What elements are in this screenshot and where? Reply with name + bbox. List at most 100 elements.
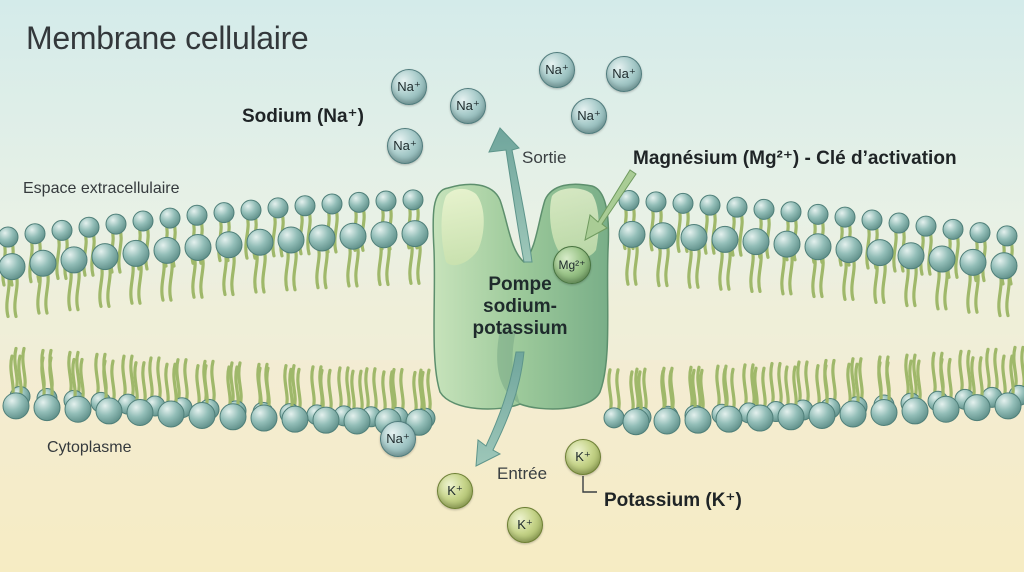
sodium-ion: Na⁺ — [450, 88, 486, 124]
lipid-head — [308, 224, 336, 252]
lipid-head — [996, 225, 1018, 247]
lipid-head — [0, 226, 19, 248]
lipid-head — [932, 395, 960, 423]
lipid-head — [95, 397, 123, 425]
lipid-head — [861, 209, 883, 231]
pump-label-line-2: sodium- — [483, 296, 557, 317]
lipid-head — [29, 249, 57, 277]
lipid-head — [219, 403, 247, 431]
lipid-head — [2, 392, 30, 420]
lipid-head — [994, 392, 1022, 420]
lipid-head — [963, 394, 991, 422]
lipid-head — [186, 204, 208, 226]
exit-arrow — [488, 127, 533, 263]
lipid-head — [91, 243, 119, 271]
lipid-head — [753, 198, 775, 220]
sodium-ion: Na⁺ — [391, 69, 427, 105]
lipid-head — [773, 230, 801, 258]
lipid-head — [839, 400, 867, 428]
lipid-head — [184, 233, 212, 261]
lipid-head — [870, 398, 898, 426]
lipid-head — [122, 239, 150, 267]
potassium-ion: K⁺ — [437, 473, 473, 509]
pump-highlight-left — [441, 188, 484, 266]
sodium-ion: Na⁺ — [539, 52, 575, 88]
lipid-head — [375, 190, 397, 212]
lipid-head — [267, 197, 289, 219]
lipid-head — [888, 212, 910, 234]
lipid-bilayer — [0, 189, 1024, 436]
pump-label-line-1: Pompe — [488, 274, 552, 295]
lipid-head — [153, 236, 181, 264]
lipid-head — [680, 223, 708, 251]
lipid-head — [746, 404, 774, 432]
potassium-connector — [582, 476, 597, 493]
cytoplasm-label: Cytoplasme — [47, 439, 132, 456]
lipid-head — [188, 401, 216, 429]
magnesium-ion: Mg²⁺ — [553, 246, 591, 284]
potassium-ion: K⁺ — [565, 439, 601, 475]
lipid-head — [653, 407, 681, 435]
lipid-head — [928, 245, 956, 273]
entry-arrow — [475, 351, 525, 467]
lipid-head — [990, 252, 1018, 280]
sodium-ion: Na⁺ — [387, 128, 423, 164]
lipid-head — [339, 222, 367, 250]
lipid-head — [24, 223, 46, 245]
lipid-head — [959, 248, 987, 276]
lipid-head — [321, 193, 343, 215]
lipid-head — [742, 228, 770, 256]
lipid-head — [777, 403, 805, 431]
lipid-head — [866, 239, 894, 267]
lipid-head — [726, 196, 748, 218]
lipid-head — [250, 404, 278, 432]
lipid-head — [240, 199, 262, 221]
lipid-head — [897, 242, 925, 270]
lipid-head — [711, 225, 739, 253]
pump-label-line-3: potassium — [472, 318, 568, 339]
lipid-head — [807, 203, 829, 225]
lipid-head — [0, 253, 26, 281]
sodium-ion: Na⁺ — [380, 421, 416, 457]
magnesium-label: Magnésium (Mg²⁺) - Clé d’activation — [633, 148, 957, 169]
lipid-head — [64, 395, 92, 423]
sodium-ion: Na⁺ — [571, 98, 607, 134]
magnesium-arrow — [584, 169, 637, 241]
lipid-head — [348, 191, 370, 213]
lipid-head — [699, 194, 721, 216]
lipid-head — [969, 222, 991, 244]
lipid-head — [294, 195, 316, 217]
lipid-head — [246, 228, 274, 256]
lipid-head — [281, 405, 309, 433]
lipid-head — [126, 398, 154, 426]
lipid-head — [915, 215, 937, 237]
lipid-head — [622, 408, 650, 436]
lipid-head — [401, 220, 429, 248]
page-title: Membrane cellulaire — [26, 20, 309, 56]
lipid-head — [684, 406, 712, 434]
lipid-head — [603, 407, 625, 429]
lipid-head — [835, 236, 863, 264]
lipid-head — [78, 216, 100, 238]
lipid-head — [51, 219, 73, 241]
lipid-head — [649, 222, 677, 250]
lipid-head — [808, 401, 836, 429]
lipid-head — [901, 397, 929, 425]
lipid-head — [370, 221, 398, 249]
sodium-label: Sodium (Na⁺) — [242, 106, 364, 127]
lipid-head — [780, 201, 802, 223]
lipid-head — [715, 405, 743, 433]
sodium-ion: Na⁺ — [606, 56, 642, 92]
lipid-head — [157, 400, 185, 428]
potassium-ion: K⁺ — [507, 507, 543, 543]
lipid-head — [834, 206, 856, 228]
lipid-head — [132, 210, 154, 232]
exit-label: Sortie — [522, 148, 567, 167]
potassium-label: Potassium (K⁺) — [604, 490, 742, 511]
lipid-head — [942, 218, 964, 240]
pump-label: Pompe sodium- potassium — [455, 274, 585, 340]
lipid-head — [33, 394, 61, 422]
lipid-head — [277, 226, 305, 254]
